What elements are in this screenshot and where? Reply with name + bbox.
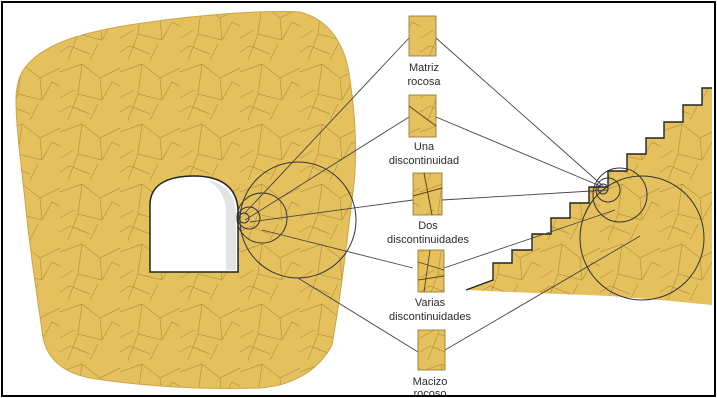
- label-varias-line1: Varias: [415, 297, 446, 309]
- sample-block-macizo: [418, 330, 445, 370]
- label-matriz-line1: Matriz: [409, 62, 439, 74]
- label-una-line2: discontinuidad: [389, 155, 459, 167]
- right-rock-slope: [460, 80, 717, 310]
- left-rock-mass: [16, 12, 356, 389]
- label-macizo-line1: Macizo: [413, 376, 448, 388]
- label-matriz-line2: rocosa: [407, 76, 441, 88]
- label-dos-line2: discontinuidades: [387, 234, 469, 246]
- label-varias-line2: discontinuidades: [389, 311, 471, 323]
- label-dos-line1: Dos: [418, 220, 438, 232]
- sample-block-matriz: [409, 16, 436, 56]
- sample-block-varias: [418, 250, 444, 292]
- label-una-line1: Una: [414, 141, 435, 153]
